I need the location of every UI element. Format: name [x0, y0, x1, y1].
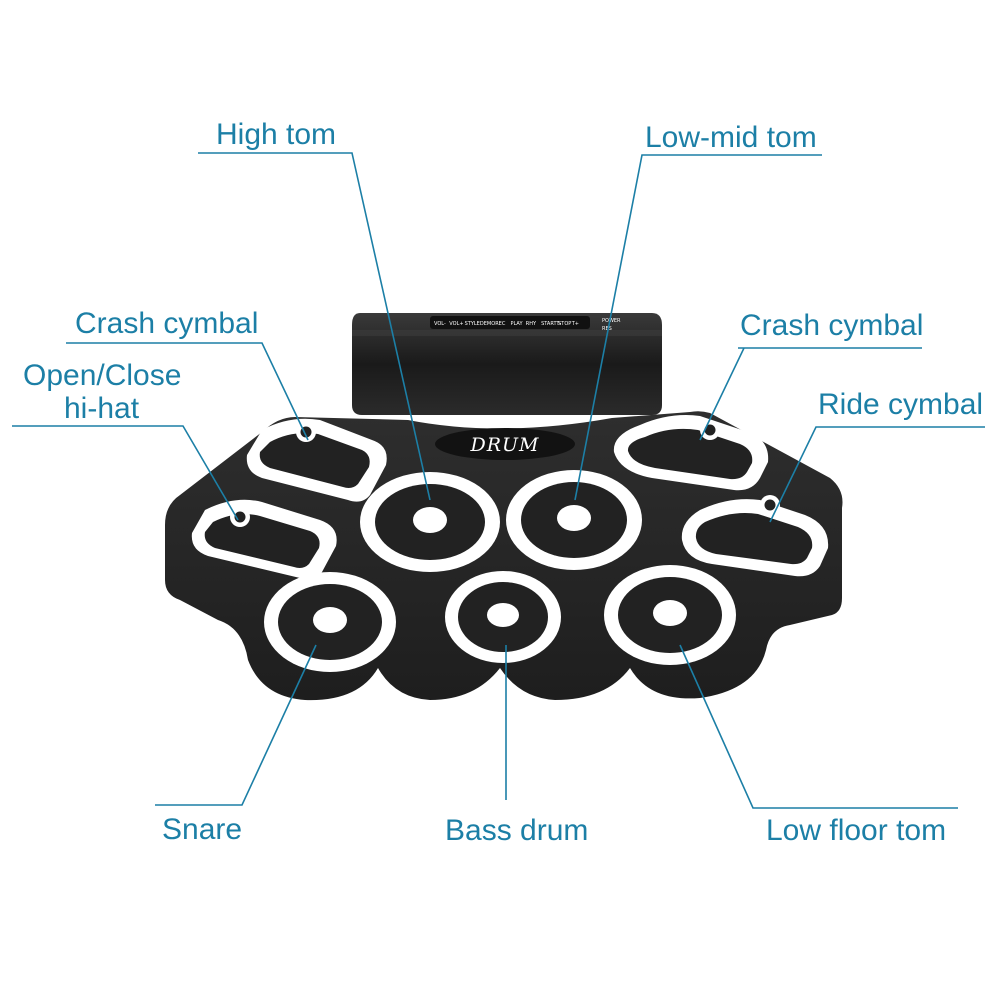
control-label-2: STYLE: [465, 321, 480, 327]
label-snare: Snare: [162, 813, 242, 846]
label-bass-drum: Bass drum: [445, 814, 588, 847]
crash-cymbal-right-pad: [613, 415, 769, 491]
labels: High tom Low-mid tom Crash cymbal Open/C…: [23, 118, 983, 847]
control-label-6: RHY: [526, 321, 537, 327]
label-ride-cymbal: Ride cymbal: [818, 388, 983, 421]
low-floor-tom-pad: [604, 565, 736, 665]
leader-high-tom: [198, 152, 431, 501]
ride-cymbal-pad: [681, 495, 829, 577]
control-label-1: VOL+: [449, 321, 463, 327]
leader-lines: [12, 152, 985, 809]
open-close-hihat-pad: [191, 499, 337, 580]
power-label: POWER: [602, 318, 621, 324]
control-label-9: T+: [571, 321, 579, 327]
label-crash-cymbal-left: Crash cymbal: [75, 307, 258, 340]
leader-low-mid-tom: [574, 154, 822, 501]
leader-crash-cymbal-left: [66, 342, 309, 441]
leader-low-floor-tom: [679, 644, 958, 809]
control-label-3: DEMO: [480, 321, 495, 327]
snare-pad: [264, 572, 396, 672]
control-label-4: REC: [495, 321, 506, 327]
control-label-5: PLAY: [511, 321, 524, 327]
label-low-floor-tom: Low floor tom: [766, 814, 946, 847]
high-tom-pad: [360, 472, 500, 572]
leader-snare: [155, 644, 317, 806]
low-mid-tom-pad: [506, 470, 642, 570]
control-label-8: T-: [555, 321, 561, 327]
leader-crash-cymbal-right: [699, 347, 922, 441]
control-label-0: VOL-: [434, 321, 446, 327]
control-label-7: START STOP: [541, 321, 571, 327]
label-crash-cymbal-right: Crash cymbal: [740, 309, 923, 342]
leader-open-close-hihat: [12, 425, 239, 521]
label-high-tom: High tom: [216, 118, 336, 151]
brand-logo: DRUM: [435, 428, 575, 460]
label-low-mid-tom: Low-mid tom: [645, 121, 817, 154]
bass-drum-pad: [445, 571, 561, 663]
brand-wordmark: DRUM: [469, 434, 539, 456]
crash-cymbal-left-pad: [246, 418, 387, 502]
label-open-close-hihat-line2: hi-hat: [64, 392, 140, 425]
leader-ride-cymbal: [769, 426, 985, 523]
label-open-close-hihat-line1: Open/Close: [23, 359, 181, 392]
res-label: RES: [602, 326, 612, 332]
